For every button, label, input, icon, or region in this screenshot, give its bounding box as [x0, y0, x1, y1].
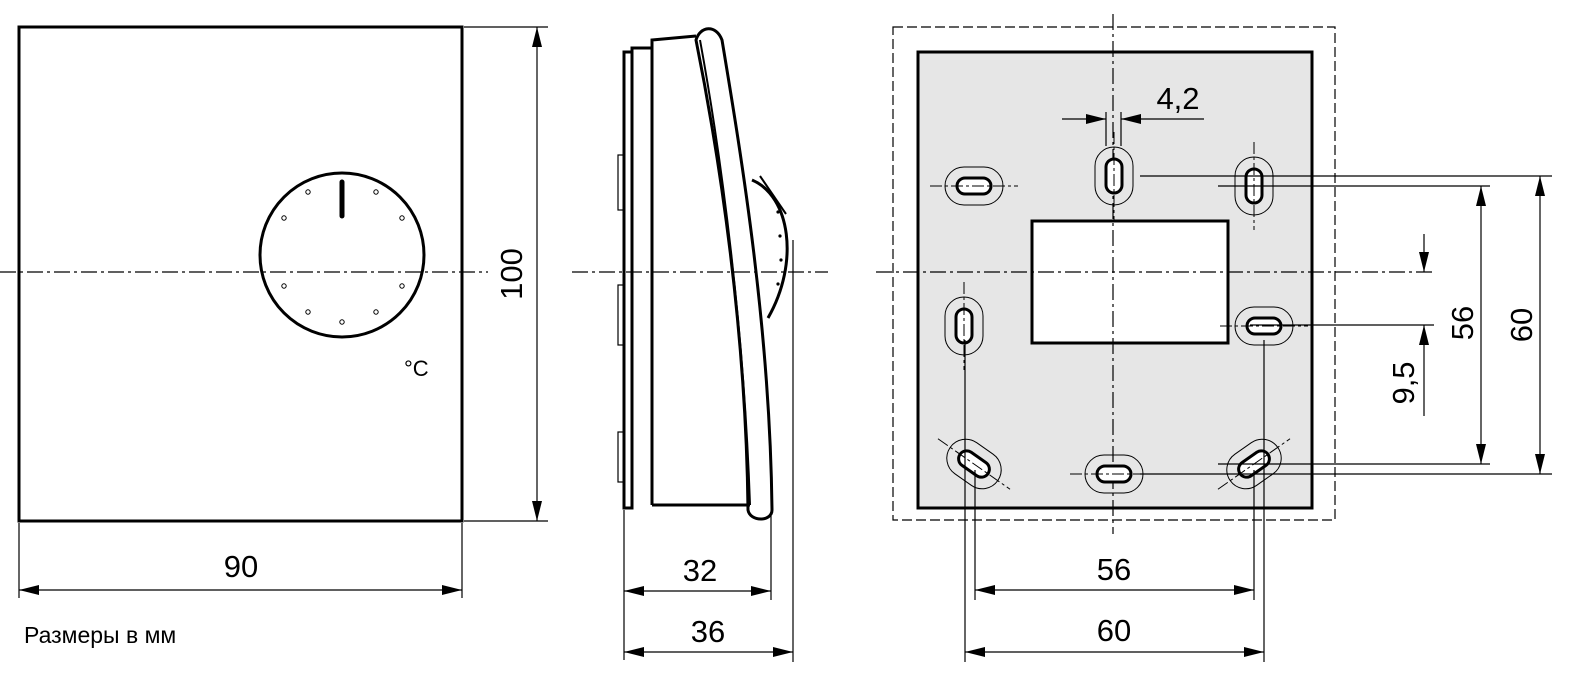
mounting-hole [1094, 132, 1134, 220]
side-frame [630, 46, 654, 505]
front-height-label: 100 [494, 248, 529, 300]
front-view: °C 90 100 [0, 25, 548, 598]
knob-scale-dot [373, 309, 379, 315]
units-caption: Размеры в мм [24, 622, 177, 648]
side-knob-grip-dots [776, 210, 783, 286]
side-cover-inner-line [699, 39, 751, 506]
rear-h-inner-label: 56 [1097, 552, 1131, 587]
mounting-hole [937, 438, 1011, 490]
celsius-symbol: °C [404, 356, 429, 381]
rear-v-inner-label: 56 [1445, 306, 1480, 340]
front-width-label: 90 [224, 549, 258, 584]
side-depth-inner-label: 32 [683, 553, 717, 588]
mounting-hole-axis [937, 438, 1011, 490]
rear-outline-dashed [892, 26, 1336, 521]
knob-scale-dot [373, 189, 379, 195]
rear-view: 4,2 56 60 56 60 9,5 [876, 14, 1552, 662]
front-housing-outline [17, 25, 464, 523]
offset-label: 9,5 [1386, 361, 1421, 404]
mounting-hole [944, 282, 984, 370]
rear-h-outer-label: 60 [1097, 613, 1131, 648]
slot-width-label: 4,2 [1156, 81, 1199, 116]
rear-cable-opening [1030, 219, 1230, 345]
knob-scale-dot [399, 283, 405, 289]
knob-scale-dot [339, 319, 345, 325]
side-housing-body [650, 34, 750, 507]
side-knob-profile [751, 178, 789, 319]
side-view: 32 36 [572, 27, 828, 662]
mounting-hole [930, 166, 1018, 206]
knob-scale-dot [305, 309, 311, 315]
side-knob-ridge [759, 175, 787, 215]
knob-scale-dots [281, 189, 405, 325]
rear-v-outer-label: 60 [1504, 308, 1539, 342]
setpoint-knob [258, 171, 426, 339]
side-clips [617, 154, 625, 483]
side-depth-total-label: 36 [691, 614, 725, 649]
knob-scale-dot [281, 215, 287, 221]
knob-scale-dot [399, 215, 405, 221]
knob-scale-dot [305, 189, 311, 195]
knob-scale-dot [281, 283, 287, 289]
